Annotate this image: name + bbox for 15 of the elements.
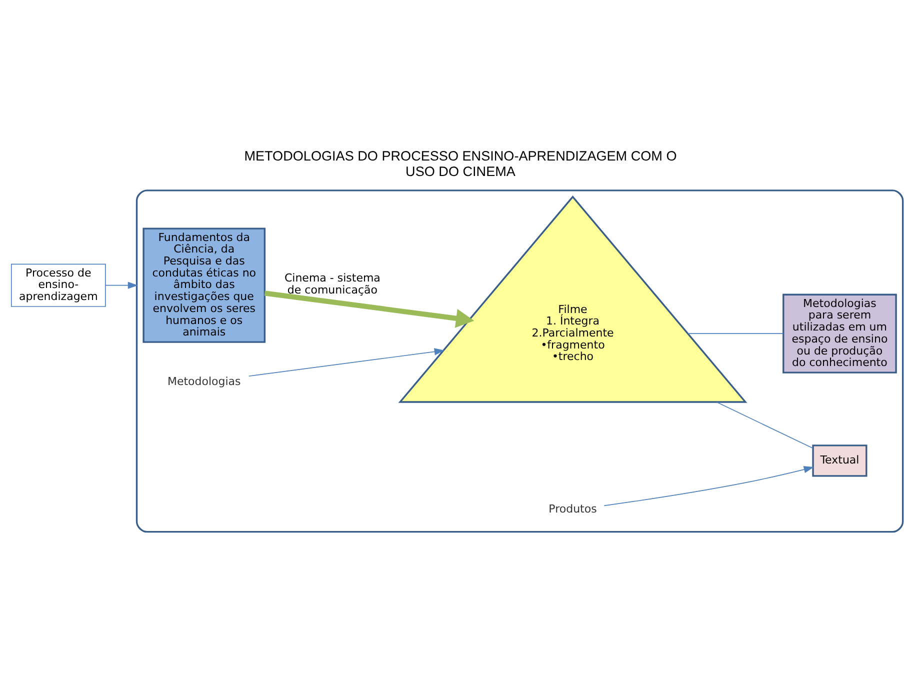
- node-box: Processo de ensino-aprendizagem: [10, 263, 106, 306]
- arrow: [105, 281, 138, 288]
- arrow: [264, 290, 474, 328]
- arrow: [604, 466, 814, 506]
- node-box: Metodologias para serem utilizadas em um espaço de ensino ou de produção do conhecimento: [782, 293, 897, 373]
- connector: [688, 332, 784, 334]
- arrow: [248, 348, 445, 376]
- node-text: Metodologias: [167, 374, 241, 388]
- node-box: Fundamentos da Ciência, da Pesquisa e das condutas éticas no âmbito das investigações que envolvem os seres humanos e os animais: [142, 227, 266, 342]
- node-box: Textual: [812, 444, 868, 476]
- diagram-title: METODOLOGIAS DO PROCESSO ENSINO-APRENDIZAGEM COM O USO DO CINEMA: [244, 148, 677, 178]
- cluster: [136, 189, 904, 532]
- edge-label: Cinema - sistema de comunicação: [284, 270, 380, 296]
- connector: [716, 401, 814, 448]
- node-text: Produtos: [548, 502, 597, 516]
